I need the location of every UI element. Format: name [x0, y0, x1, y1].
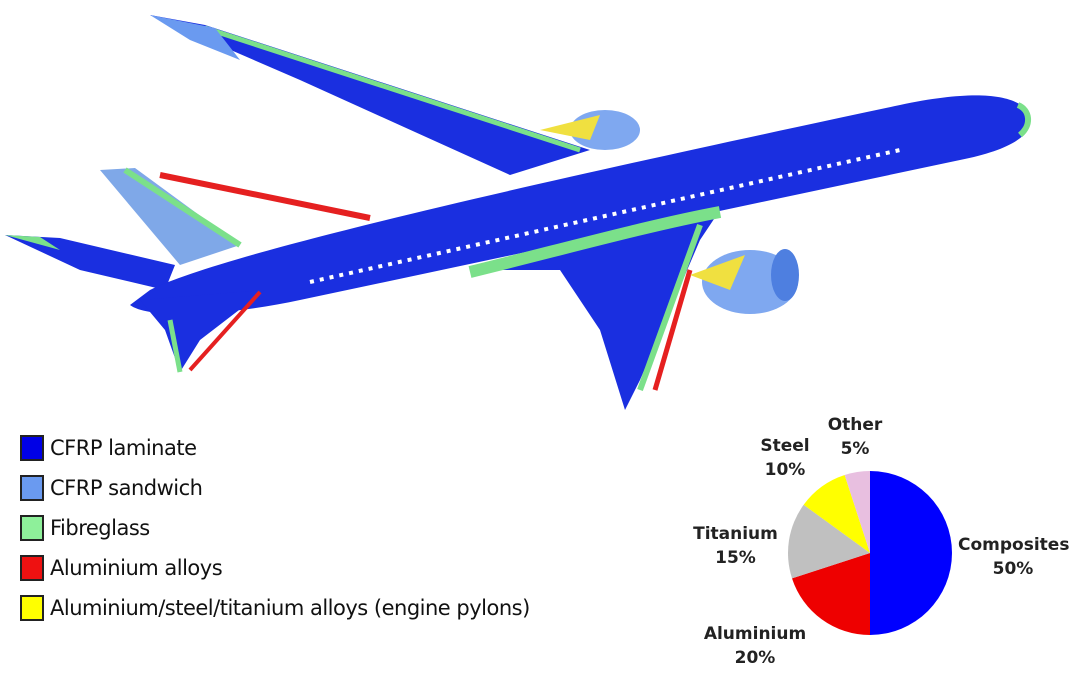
pie-slice-composites: [870, 471, 952, 635]
legend-item-engine-pylons: Aluminium/steel/titanium alloys (engine …: [20, 588, 530, 628]
pie-slice-aluminium: [792, 553, 870, 635]
legend-item-cfrp-sandwich: CFRP sandwich: [20, 468, 530, 508]
near-stabilizer: [140, 290, 265, 372]
vertical-tail: [5, 235, 175, 290]
pie-slice-steel: [803, 475, 870, 553]
legend-item-cfrp-laminate: CFRP laminate: [20, 428, 530, 468]
legend-item-aluminium-alloys: Aluminium alloys: [20, 548, 530, 588]
legend-swatch: [20, 435, 44, 461]
legend-swatch: [20, 475, 44, 501]
fuselage: [130, 95, 1031, 315]
far-stabilizer: [100, 168, 240, 265]
far-wing: [150, 15, 590, 175]
pie-slice-titanium: [788, 504, 870, 579]
legend-swatch: [20, 595, 44, 621]
cabin-windows: [309, 148, 901, 284]
legend-swatch: [20, 555, 44, 581]
airplane-illustration: [5, 15, 1031, 410]
legend-swatch: [20, 515, 44, 541]
material-legend: CFRP laminate CFRP sandwich Fibreglass A…: [20, 428, 530, 628]
pie-slice-other: [844, 471, 870, 553]
legend-item-fibreglass: Fibreglass: [20, 508, 530, 548]
